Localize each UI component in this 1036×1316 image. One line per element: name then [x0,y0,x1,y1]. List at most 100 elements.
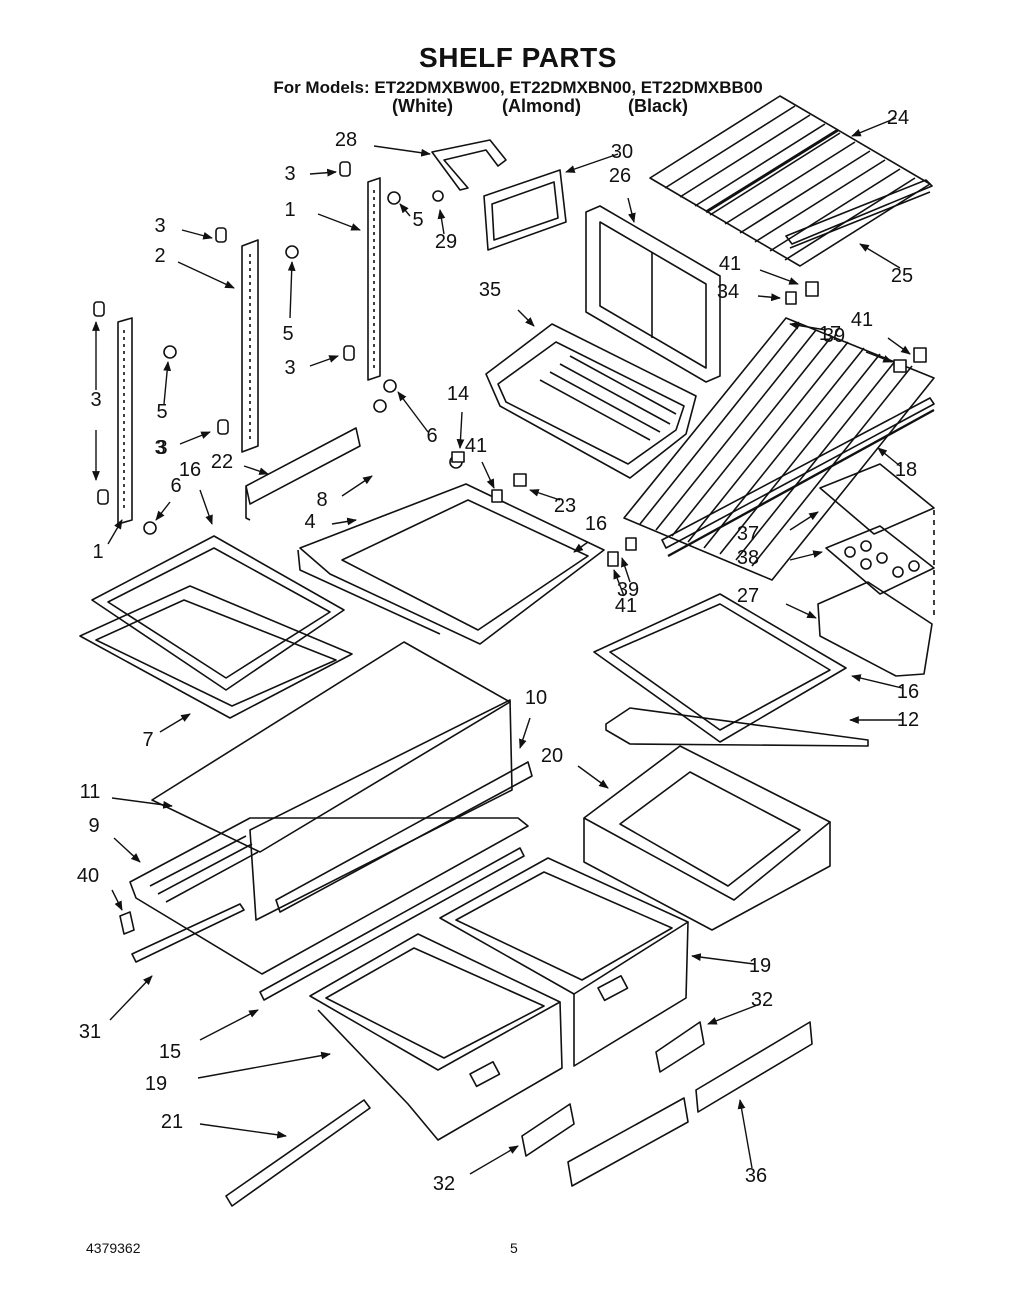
callout-label-39: 39 [617,579,639,601]
callout-leader-10 [519,717,531,749]
callout-label-3: 3 [154,437,165,459]
callout-label-18: 18 [895,459,917,481]
rail-caps [93,161,355,505]
callout-label-38: 38 [737,547,759,569]
rail-31 [131,903,245,963]
rail-15 [259,847,525,1001]
callout-label-14: 14 [447,383,469,405]
callout-label-21: 21 [161,1111,183,1133]
callout-label-16: 16 [585,513,607,535]
callout-leader-7 [159,713,191,733]
glass-shelf-16-right [593,593,869,747]
callout-leader-4 [331,517,357,526]
callout-leader-6 [155,501,171,521]
callout-leader-6 [397,391,429,433]
bracket-28 [431,139,507,191]
callout-leader-15 [199,1009,259,1041]
callout-label-8: 8 [316,489,327,511]
wire-shelf-17 [623,317,935,581]
callout-label-25: 25 [891,265,913,287]
callout-leader-35 [517,309,535,327]
callout-leader-11 [111,797,173,809]
callout-label-3: 3 [156,437,167,459]
callout-label-41: 41 [465,435,487,457]
callout-label-3: 3 [154,215,165,237]
crisper-drawer-19-right [439,857,689,1067]
callout-leader-38 [789,550,823,561]
callout-label-32: 32 [751,989,773,1011]
callout-label-6: 6 [426,425,437,447]
callout-leader-3 [309,168,337,177]
callout-label-6: 6 [170,475,181,497]
callout-label-16: 16 [179,459,201,481]
callout-label-3: 3 [284,163,295,185]
callout-label-27: 27 [737,585,759,607]
callout-leader-18 [877,447,901,467]
callout-label-20: 20 [541,745,563,767]
callout-label-5: 5 [282,323,293,345]
callout-leader-40 [111,889,123,911]
callout-label-26: 26 [609,165,631,187]
color-black: (Black) [628,96,689,116]
callout-leader-5 [399,203,411,217]
callout-leader-32 [707,1003,761,1025]
callout-label-2: 2 [154,245,165,267]
handle-32-upper [655,1021,705,1073]
callout-leader-41 [759,269,799,285]
lid-37 [819,463,935,535]
crisper-drawer-19-left [309,933,563,1141]
trim-36-lower [567,1097,689,1187]
callout-leader-31 [109,975,153,1021]
callout-leader-16 [573,541,589,553]
callout-label-34: 34 [717,281,739,303]
document-number: 4379362 [86,1240,141,1256]
callout-leader-16 [199,489,213,525]
callout-label-40: 40 [77,865,99,887]
rail-21 [225,1099,371,1207]
drawer-20 [583,745,831,931]
callout-leader-36 [737,1099,753,1169]
crisper-cover-9 [129,699,533,975]
callout-leader-29 [437,209,446,235]
callout-label-37: 37 [737,523,759,545]
trim-36-upper [695,1021,813,1113]
callout-leader-1 [317,213,361,231]
callout-label-35: 35 [479,279,501,301]
callout-leader-14 [456,411,465,449]
callout-label-30: 30 [611,141,633,163]
callout-label-24: 24 [887,107,909,129]
callout-leader-22 [243,465,269,475]
egg-tray-38 [825,525,935,595]
callout-leader-30 [565,153,619,173]
callout-leader-8 [341,475,373,497]
callout-label-9: 9 [88,815,99,837]
callout-leader-25 [859,243,901,269]
callout-leader-41 [887,337,911,355]
callout-label-3: 3 [90,389,101,411]
callout-leader-24 [851,117,897,137]
callout-leader-23 [529,489,561,501]
callout-label-32: 32 [433,1173,455,1195]
callout-label-41: 41 [615,595,637,617]
callout-leader-34 [757,293,781,302]
diagram-title: SHELF PARTS [419,42,617,73]
callout-leader-17 [789,321,827,331]
callout-leader-3 [181,229,213,240]
callout-label-17: 17 [819,323,841,345]
glass-shelf-11 [151,641,511,853]
page-number: 5 [510,1240,518,1256]
callout-label-22: 22 [211,451,233,473]
screws [143,190,463,535]
bin-35 [485,323,697,479]
shelf-rail-left [117,177,381,525]
glass-shelf-16-left [79,535,353,719]
callout-label-12: 12 [897,709,919,731]
frame-26 [585,205,721,383]
callout-label-1: 1 [92,541,103,563]
color-white: (White) [392,96,453,116]
callout-leader-39 [621,557,631,583]
latch-40 [119,911,135,935]
clips [451,281,927,567]
bin-27 [817,581,933,677]
